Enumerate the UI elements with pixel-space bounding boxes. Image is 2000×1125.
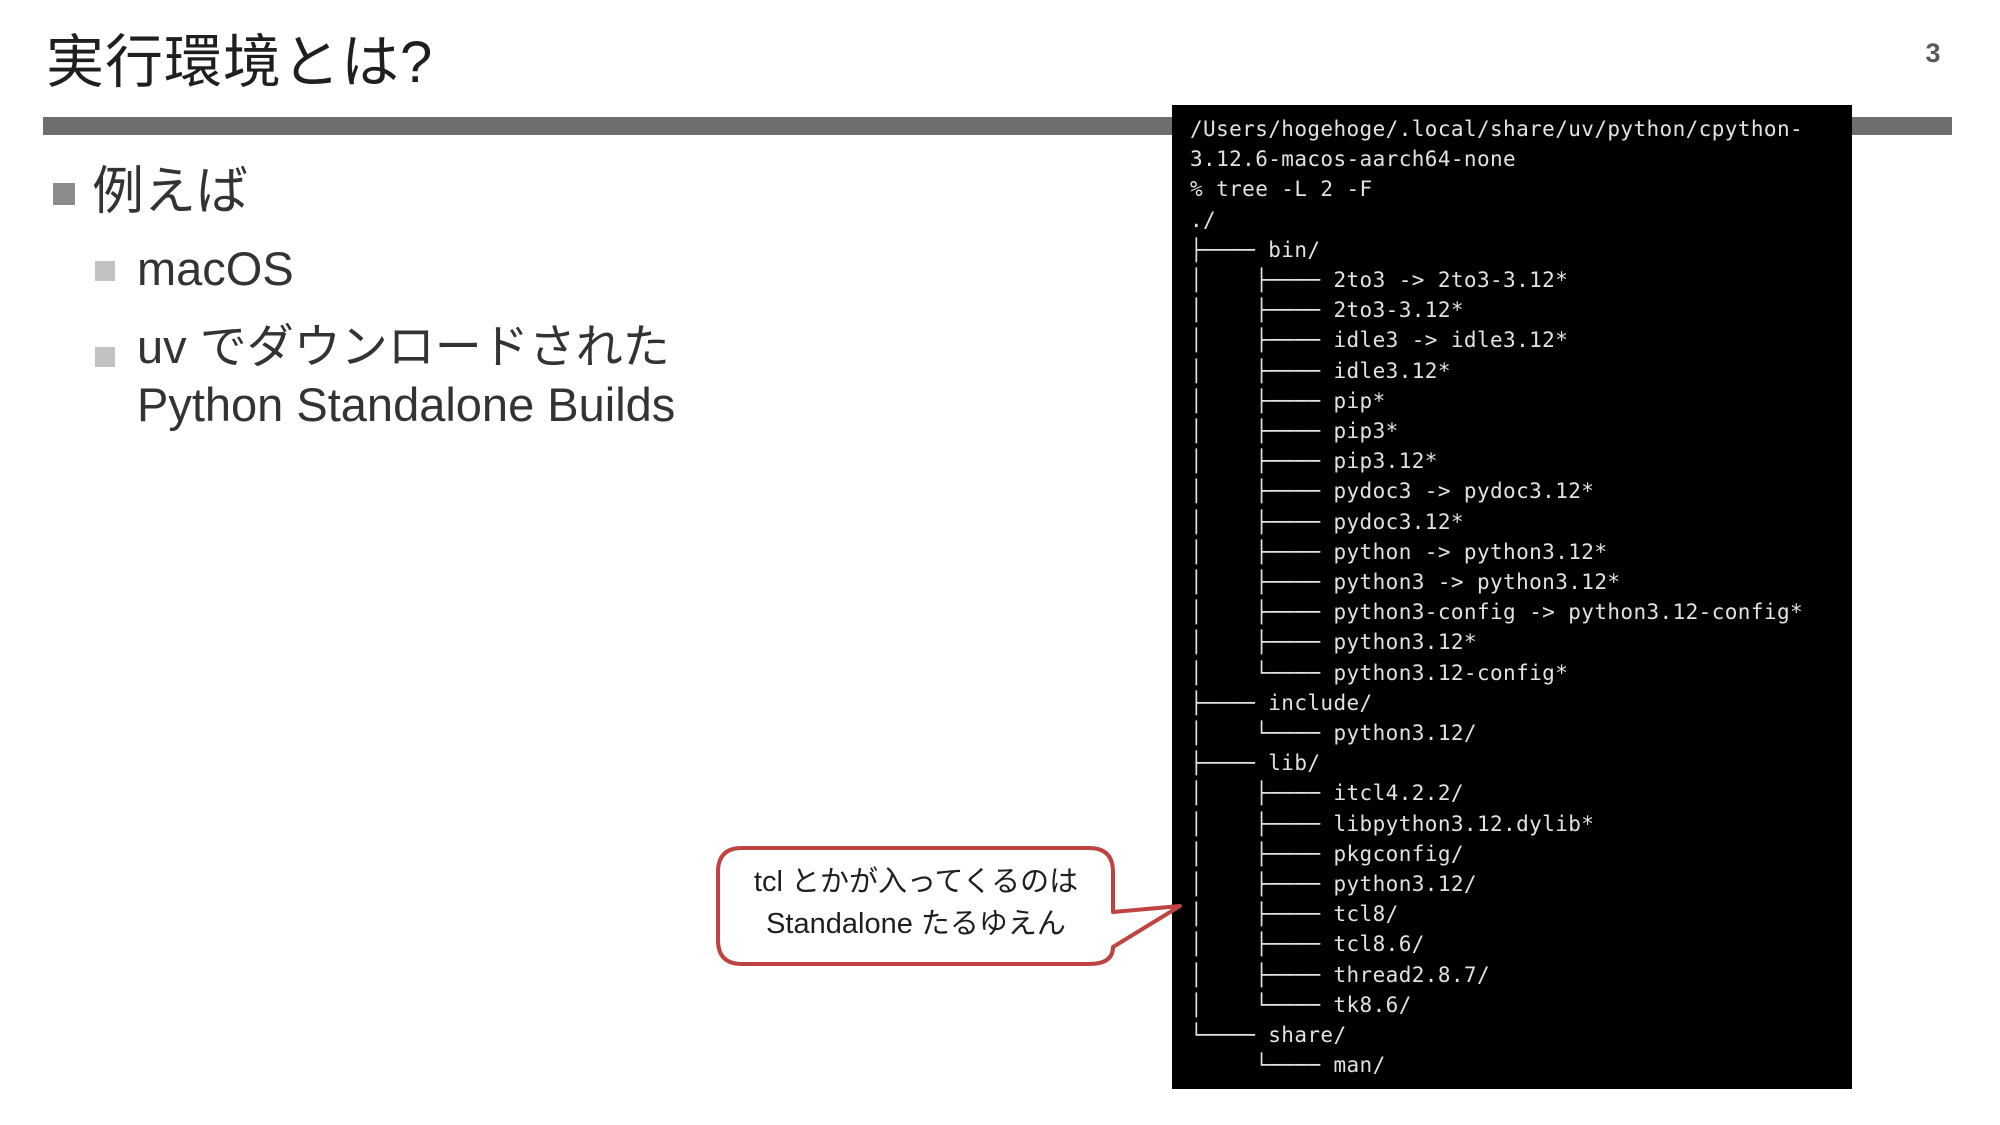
terminal-screenshot: /Users/hogehoge/.local/share/uv/python/c… (1172, 105, 1852, 1089)
callout-text-line1: tcl とかが入ってくるのは (753, 866, 1079, 898)
slide-title: 実行環境とは? (46, 30, 434, 95)
callout-text: tcl とかが入ってくるのは Standalone たるゆえん (718, 861, 1114, 945)
terminal-tree-output: /Users/hogehoge/.local/share/uv/python/c… (1190, 117, 1804, 1078)
callout-bubble-shape (716, 846, 1182, 966)
bullet-square-icon (53, 183, 75, 205)
page-number: 3 (1925, 38, 1941, 68)
callout-bubble (716, 846, 1182, 966)
callout-text-line2: Standalone たるゆえん (766, 908, 1066, 940)
bullet-text-macos: macOS (137, 242, 294, 295)
bullet-text-uv-line2: Python Standalone Builds (137, 378, 676, 431)
bullet-square-icon (95, 347, 115, 367)
bullet-square-icon (95, 261, 115, 281)
bullet-text-example: 例えば (92, 163, 249, 221)
bullet-text-uv-standalone: uv でダウンロードされた Python Standalone Builds (137, 318, 1037, 434)
bullet-text-uv-line1: uv でダウンロードされた (137, 320, 670, 373)
